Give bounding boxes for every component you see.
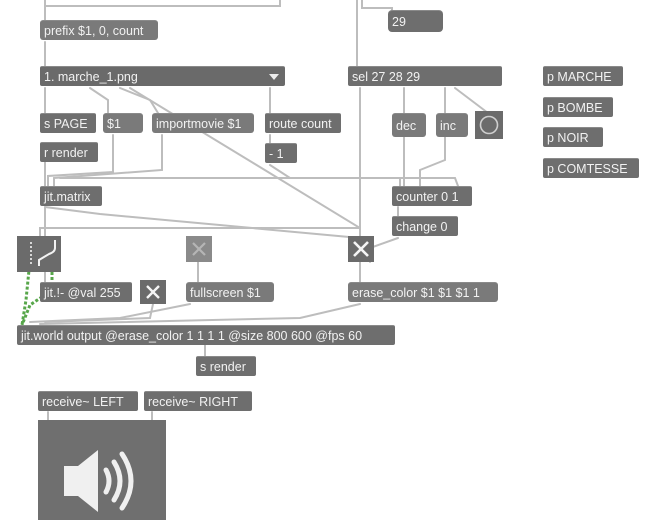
receive-render-object[interactable]: r render [40, 142, 98, 162]
send-page-object[interactable]: s PAGE [40, 113, 96, 133]
subpatch-marche-label: p MARCHE [547, 70, 612, 84]
subpatch-comtesse-label: p COMTESSE [547, 162, 628, 176]
inc-label: inc [440, 119, 456, 133]
dollar-one-message[interactable]: $1 [103, 113, 143, 133]
fullscreen-label: fullscreen $1 [190, 286, 261, 300]
change-object[interactable]: change 0 [392, 216, 458, 236]
dec-message[interactable]: dec [392, 113, 426, 137]
cord-sel-gate [39, 87, 361, 237]
jit-world-object[interactable]: jit.world output @erase_color 1 1 1 1 @s… [17, 325, 395, 345]
send-render-object[interactable]: s render [196, 356, 256, 376]
subpatch-noir[interactable]: p NOIR [543, 127, 603, 147]
image-menu[interactable]: 1. marche_1.png [40, 66, 285, 86]
audio-output-button[interactable] [38, 420, 166, 520]
fullscreen-message[interactable]: fullscreen $1 [186, 282, 274, 302]
dec-label: dec [396, 119, 417, 133]
cord-top-num [361, 0, 393, 13]
change-label: change 0 [396, 220, 448, 234]
gate-icon [30, 240, 56, 266]
close-icon [353, 241, 369, 257]
cord-minus-counter [269, 164, 401, 187]
subpatch-marche[interactable]: p MARCHE [543, 66, 623, 86]
jit-not-label: jit.!- @val 255 [44, 286, 121, 300]
sel-label: sel 27 28 29 [352, 70, 421, 84]
jit-world-label: jit.world output @erase_color 1 1 1 1 @s… [21, 329, 363, 343]
bang-button[interactable] [475, 111, 503, 139]
gate-object[interactable] [17, 236, 61, 272]
invert-toggle[interactable] [140, 280, 166, 304]
importmovie-label: importmovie $1 [156, 117, 242, 131]
chevron-down-icon[interactable] [269, 74, 279, 80]
bang-icon [479, 115, 499, 135]
subpatch-bombe[interactable]: p BOMBE [543, 97, 613, 117]
jit-not-object[interactable]: jit.!- @val 255 [40, 282, 132, 302]
jit-matrix-object[interactable]: jit.matrix [40, 186, 102, 206]
minus-one-object[interactable]: - 1 [265, 143, 297, 163]
prefix-message[interactable]: prefix $1, 0, count [40, 20, 158, 40]
prefix-label: prefix $1, 0, count [44, 24, 144, 38]
dollar-one-label: $1 [107, 117, 121, 131]
cord-inc-counter [419, 134, 446, 187]
counter-object[interactable]: counter 0 1 [392, 186, 472, 206]
subpatch-bombe-label: p BOMBE [547, 101, 603, 115]
receive-left-object[interactable]: receive~ LEFT [38, 391, 138, 411]
erase-color-label: erase_color $1 $1 $1 1 [352, 286, 480, 300]
send-page-label: s PAGE [44, 117, 88, 131]
number-box-value: 29 [392, 15, 406, 29]
cord-fullscreen-world [29, 303, 191, 323]
minus-one-label: - 1 [269, 147, 284, 161]
receive-left-label: receive~ LEFT [42, 395, 124, 409]
cord-menu-import [119, 87, 159, 114]
receive-right-label: receive~ RIGHT [148, 395, 238, 409]
subpatch-comtesse[interactable]: p COMTESSE [543, 158, 639, 178]
cord-erase-world [39, 303, 361, 325]
route-count-object[interactable]: route count [265, 113, 341, 133]
fullscreen-toggle[interactable] [186, 236, 212, 262]
subpatch-noir-label: p NOIR [547, 131, 589, 145]
receive-right-object[interactable]: receive~ RIGHT [144, 391, 252, 411]
importmovie-message[interactable]: importmovie $1 [152, 113, 254, 133]
receive-render-label: r render [44, 146, 88, 160]
counter-label: counter 0 1 [396, 190, 459, 204]
cord-menu-dollar [89, 87, 109, 114]
cord-top-link [44, 0, 281, 7]
erase-toggle[interactable] [348, 236, 374, 262]
cord-sel-bang [454, 87, 489, 114]
cord-menu-erase [129, 87, 361, 239]
image-menu-selected: 1. marche_1.png [44, 70, 138, 84]
cord-matrix-loop [59, 177, 459, 187]
sel-object[interactable]: sel 27 28 29 [348, 66, 502, 86]
jit-matrix-label: jit.matrix [44, 190, 91, 204]
close-icon [192, 242, 206, 256]
speaker-icon [64, 450, 134, 512]
number-box[interactable]: 29 [388, 10, 443, 32]
cord-matrix-erase [44, 206, 361, 239]
send-render-label: s render [200, 360, 246, 374]
close-icon [146, 285, 160, 299]
cord-change-toggle [369, 237, 399, 263]
route-count-label: route count [269, 117, 332, 131]
erase-color-message[interactable]: erase_color $1 $1 $1 1 [348, 282, 498, 302]
cord-x-world [44, 303, 154, 323]
inc-message[interactable]: inc [436, 113, 468, 137]
